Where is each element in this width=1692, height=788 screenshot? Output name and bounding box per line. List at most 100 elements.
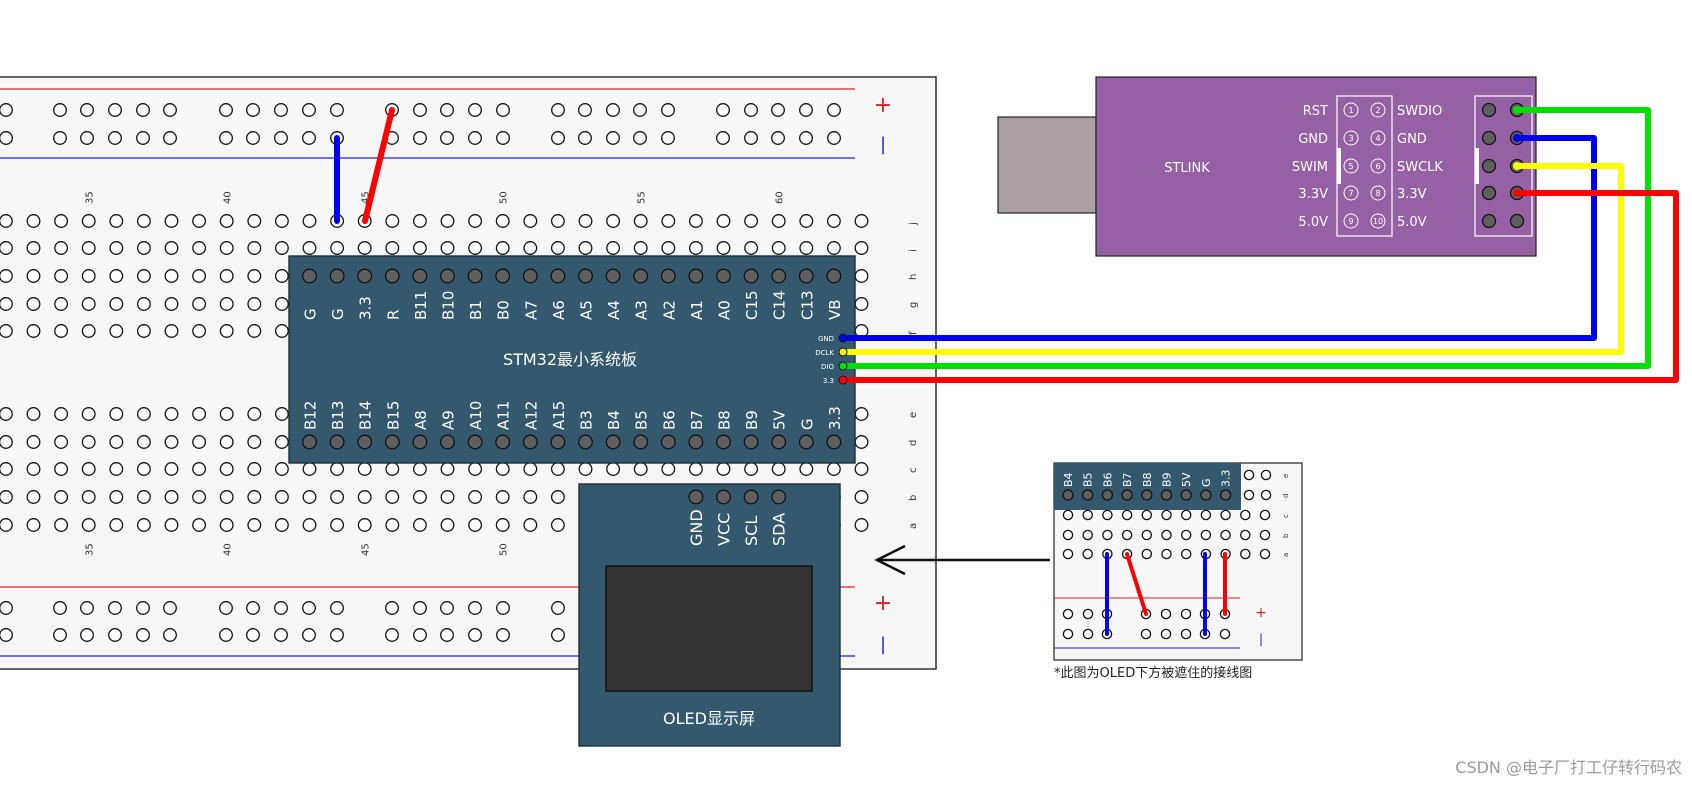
- stm32-bottom-pin-label: B5: [633, 410, 651, 430]
- inset-pin: [1082, 489, 1094, 501]
- column-number-label: 50: [499, 543, 510, 556]
- stm32-top-pin: [798, 268, 814, 284]
- rail-hole: [606, 103, 620, 117]
- inset-pin: [1101, 489, 1114, 501]
- stlink-pin-dot: [1513, 134, 1521, 142]
- stm32-top-pin-label: R: [384, 310, 402, 320]
- rail-hole: [633, 131, 647, 145]
- inset-row-letter: b: [1282, 533, 1290, 538]
- inset-pin: [1180, 489, 1192, 501]
- stm32-top-pin: [743, 268, 759, 284]
- rail-hole: [744, 103, 758, 117]
- rail-hole: [108, 103, 122, 117]
- breadboard-hole: [523, 462, 538, 476]
- breadboard-hole: [385, 518, 400, 532]
- breadboard-hole: [0, 462, 13, 476]
- breadboard-hole: [412, 490, 427, 504]
- rail-hole: [219, 131, 233, 145]
- stm32-top-pin: [329, 268, 345, 284]
- rail-hole: [799, 103, 813, 117]
- inset-pin: [1062, 489, 1074, 501]
- breadboard-hole: [81, 462, 96, 476]
- breadboard-hole: [219, 214, 234, 228]
- breadboard-hole: [578, 462, 593, 476]
- breadboard-hole: [192, 324, 207, 338]
- breadboard-hole: [854, 490, 869, 504]
- rail-hole: [302, 103, 316, 117]
- inset-pin: [1121, 489, 1133, 501]
- inset-hole: [1121, 509, 1133, 521]
- rail-minus-label: |: [880, 134, 886, 155]
- rail-hole: [440, 601, 454, 615]
- breadboard-hole: [81, 435, 96, 449]
- breadboard-hole: [219, 269, 234, 283]
- stlink-right-label: SWDIO: [1397, 104, 1442, 119]
- rail-hole: [799, 131, 813, 145]
- breadboard-hole: [744, 241, 759, 255]
- breadboard-hole: [81, 214, 96, 228]
- breadboard-hole: [330, 462, 345, 476]
- inset-plus-label: +: [1255, 605, 1267, 621]
- column-number-label: 55: [637, 191, 648, 204]
- inset-hole: [1161, 529, 1172, 541]
- inset-hole: [1082, 509, 1093, 521]
- rail-hole: [274, 131, 288, 145]
- inset-hole: [1161, 548, 1172, 560]
- breadboard-hole: [136, 490, 151, 504]
- breadboard-hole: [81, 269, 96, 283]
- breadboard-hole: [26, 435, 41, 449]
- stm32-debug-pin-label: DIO: [821, 363, 834, 371]
- breadboard-hole: [385, 490, 400, 504]
- breadboard-hole: [826, 214, 841, 228]
- stm32-top-pin: [357, 268, 373, 284]
- stm32-debug-pin: [838, 347, 848, 357]
- rail-hole: [80, 103, 94, 117]
- rail-hole: [413, 628, 427, 642]
- rail-hole: [163, 131, 177, 145]
- stm32-bottom-pin: [716, 434, 731, 450]
- breadboard-hole: [274, 241, 289, 255]
- breadboard-hole: [412, 462, 427, 476]
- breadboard-hole: [219, 407, 234, 421]
- stm32-top-pin: [467, 268, 483, 284]
- breadboard-hole: [136, 214, 151, 228]
- stm32-top-pin-label: VB: [826, 299, 844, 320]
- stm32-debug-pin-label: GND: [818, 335, 834, 343]
- breadboard-hole: [247, 214, 262, 228]
- breadboard-hole: [495, 214, 510, 228]
- oled-pin: [716, 489, 731, 505]
- breadboard-hole: [54, 324, 69, 338]
- rail-hole: [440, 131, 454, 145]
- breadboard-hole: [219, 490, 234, 504]
- breadboard-hole: [633, 214, 648, 228]
- rail-hole: [163, 103, 177, 117]
- breadboard-hole: [688, 462, 703, 476]
- watermark: CSDN @电子厂打工仔转行码农: [1455, 758, 1682, 777]
- breadboard-hole: [164, 407, 179, 421]
- breadboard-hole: [523, 518, 538, 532]
- column-number-label: 40: [223, 191, 234, 204]
- stlink-header-pin: [1481, 185, 1497, 201]
- rail-hole: [496, 628, 510, 642]
- stm32-bottom-pin-label: A8: [412, 410, 430, 430]
- stm32-top-pin: [716, 268, 731, 284]
- stm32-bottom-pin-label: B15: [384, 401, 402, 430]
- breadboard-hole: [219, 241, 234, 255]
- rail-hole: [551, 131, 565, 145]
- stm32-bottom-pin-label: B14: [357, 401, 375, 430]
- rail-hole: [496, 103, 510, 117]
- rail-hole: [53, 601, 67, 615]
- rail-hole: [413, 601, 427, 615]
- breadboard-hole: [109, 241, 124, 255]
- inset-hole: [1243, 489, 1255, 501]
- arrow-head: [874, 544, 906, 576]
- inset-hole: [1243, 469, 1255, 481]
- stlink-pin-number: 5: [1348, 162, 1353, 171]
- column-number-label: 45: [361, 191, 372, 204]
- stm32-debug-pin-label: DCLK: [815, 349, 834, 357]
- breadboard-hole: [219, 324, 234, 338]
- rail-hole: [771, 131, 785, 145]
- breadboard-hole: [468, 214, 483, 228]
- breadboard-hole: [54, 214, 69, 228]
- breadboard-hole: [302, 490, 317, 504]
